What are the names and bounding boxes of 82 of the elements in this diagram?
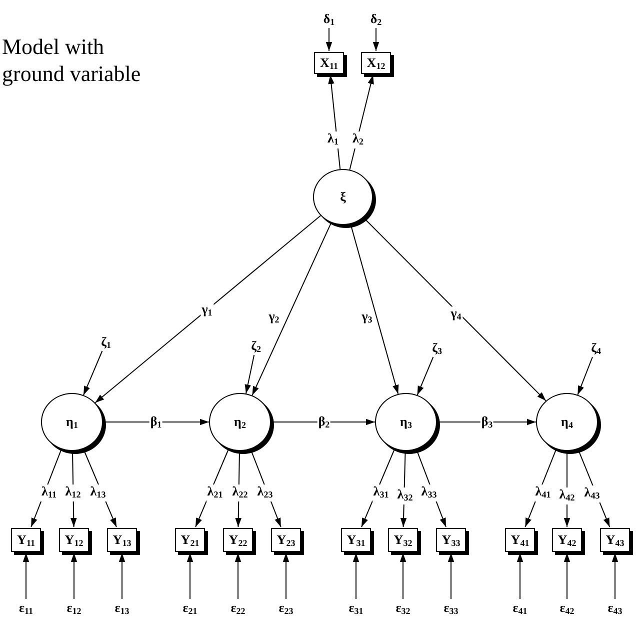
error-term-label: ε$_{22}$ (228, 599, 248, 617)
observed-variable-box: X$_{12}$ (361, 52, 391, 74)
arrow (186, 552, 194, 600)
edge-label: λ$_{13}$ (89, 484, 107, 502)
edge-label: β$_{2}$ (317, 414, 331, 432)
observed-variable-box: Y$_{21}$ (175, 528, 205, 552)
observed-variable-box: Y$_{32}$ (388, 528, 418, 552)
error-term-label: δ$_{1}$ (321, 10, 337, 28)
arrow (326, 28, 332, 52)
edge-label: λ$_{32}$ (396, 488, 414, 504)
arrow (195, 448, 230, 528)
latent-variable-ellipse: η$_{1}$ (41, 393, 103, 451)
latent-variable-ellipse: η$_{4}$ (536, 393, 598, 451)
title: Model with ground variable (2, 33, 142, 87)
observed-variable-box: Y$_{12}$ (59, 528, 89, 552)
edge-label: λ$_{43}$ (583, 486, 601, 502)
error-term-label: ε$_{42}$ (557, 599, 577, 617)
error-term-label: ζ$_{3}$ (429, 339, 445, 357)
arrow (416, 356, 434, 396)
arrow (372, 28, 380, 52)
observed-variable-box: X$_{11}$ (314, 52, 344, 74)
arrow (22, 552, 30, 600)
error-term-label: ε$_{31}$ (346, 599, 366, 617)
arrow (349, 74, 374, 170)
arrow (94, 215, 322, 404)
arrow (448, 552, 454, 600)
arrow (352, 552, 360, 600)
error-term-label: ε$_{33}$ (441, 599, 461, 617)
edge-label: λ$_{2}$ (352, 132, 364, 148)
error-term-label: ε$_{12}$ (64, 599, 84, 617)
error-term-label: ζ$_{1}$ (98, 333, 114, 351)
error-term-label: δ$_{2}$ (368, 10, 384, 28)
edge-label: λ$_{42}$ (558, 488, 576, 504)
edge-label: β$_{3}$ (480, 414, 494, 432)
edge-label: γ$_{1}$ (200, 302, 214, 320)
observed-variable-box: Y$_{41}$ (505, 528, 535, 552)
arrow (612, 552, 618, 600)
error-term-label: ε$_{41}$ (510, 599, 530, 617)
arrow (361, 448, 396, 528)
observed-variable-box: Y$_{43}$ (600, 528, 630, 552)
edge-label: λ$_{31}$ (372, 484, 390, 502)
observed-variable-box: Y$_{22}$ (223, 528, 253, 552)
arrow (516, 552, 524, 600)
error-term-label: ε$_{13}$ (112, 599, 132, 617)
arrow (400, 552, 406, 600)
arrow (252, 222, 332, 396)
observed-variable-box: Y$_{42}$ (552, 528, 582, 552)
edge-label: λ$_{11}$ (40, 484, 58, 502)
arrow (83, 350, 103, 396)
edge-label: λ$_{1}$ (326, 132, 340, 148)
error-term-label: ε$_{32}$ (393, 599, 413, 617)
arrow (118, 552, 126, 600)
edge-label: λ$_{21}$ (206, 484, 224, 502)
observed-variable-box: Y$_{23}$ (271, 528, 301, 552)
error-term-label: ε$_{21}$ (180, 599, 200, 617)
error-term-label: ε$_{23}$ (276, 599, 296, 617)
edge-label: λ$_{12}$ (64, 484, 82, 502)
observed-variable-box: Y$_{11}$ (11, 528, 41, 552)
error-term-label: ε$_{43}$ (605, 599, 625, 617)
arrow (282, 552, 290, 600)
edge-label: β$_{1}$ (149, 414, 163, 432)
arrow (328, 74, 341, 170)
edge-label: λ$_{33}$ (420, 484, 438, 502)
error-term-label: ζ$_{4}$ (588, 339, 604, 357)
edge-label: λ$_{22}$ (231, 484, 249, 502)
arrow (234, 552, 242, 600)
error-term-label: ζ$_{2}$ (248, 337, 264, 355)
latent-variable-ellipse: ξ (313, 169, 373, 225)
observed-variable-box: Y$_{33}$ (436, 528, 466, 552)
edge-label: λ$_{23}$ (256, 484, 274, 502)
arrow (577, 356, 593, 396)
latent-variable-ellipse: η$_{2}$ (209, 393, 271, 451)
observed-variable-box: Y$_{31}$ (341, 528, 371, 552)
arrow (244, 354, 255, 394)
latent-variable-ellipse: η$_{3}$ (375, 393, 437, 451)
observed-variable-box: Y$_{13}$ (107, 528, 137, 552)
error-term-label: ε$_{11}$ (16, 599, 36, 617)
arrow (70, 552, 78, 600)
edge-label: γ$_{4}$ (450, 306, 462, 324)
edge-label: λ$_{41}$ (534, 484, 552, 502)
arrow (564, 552, 570, 600)
arrow (524, 448, 557, 528)
